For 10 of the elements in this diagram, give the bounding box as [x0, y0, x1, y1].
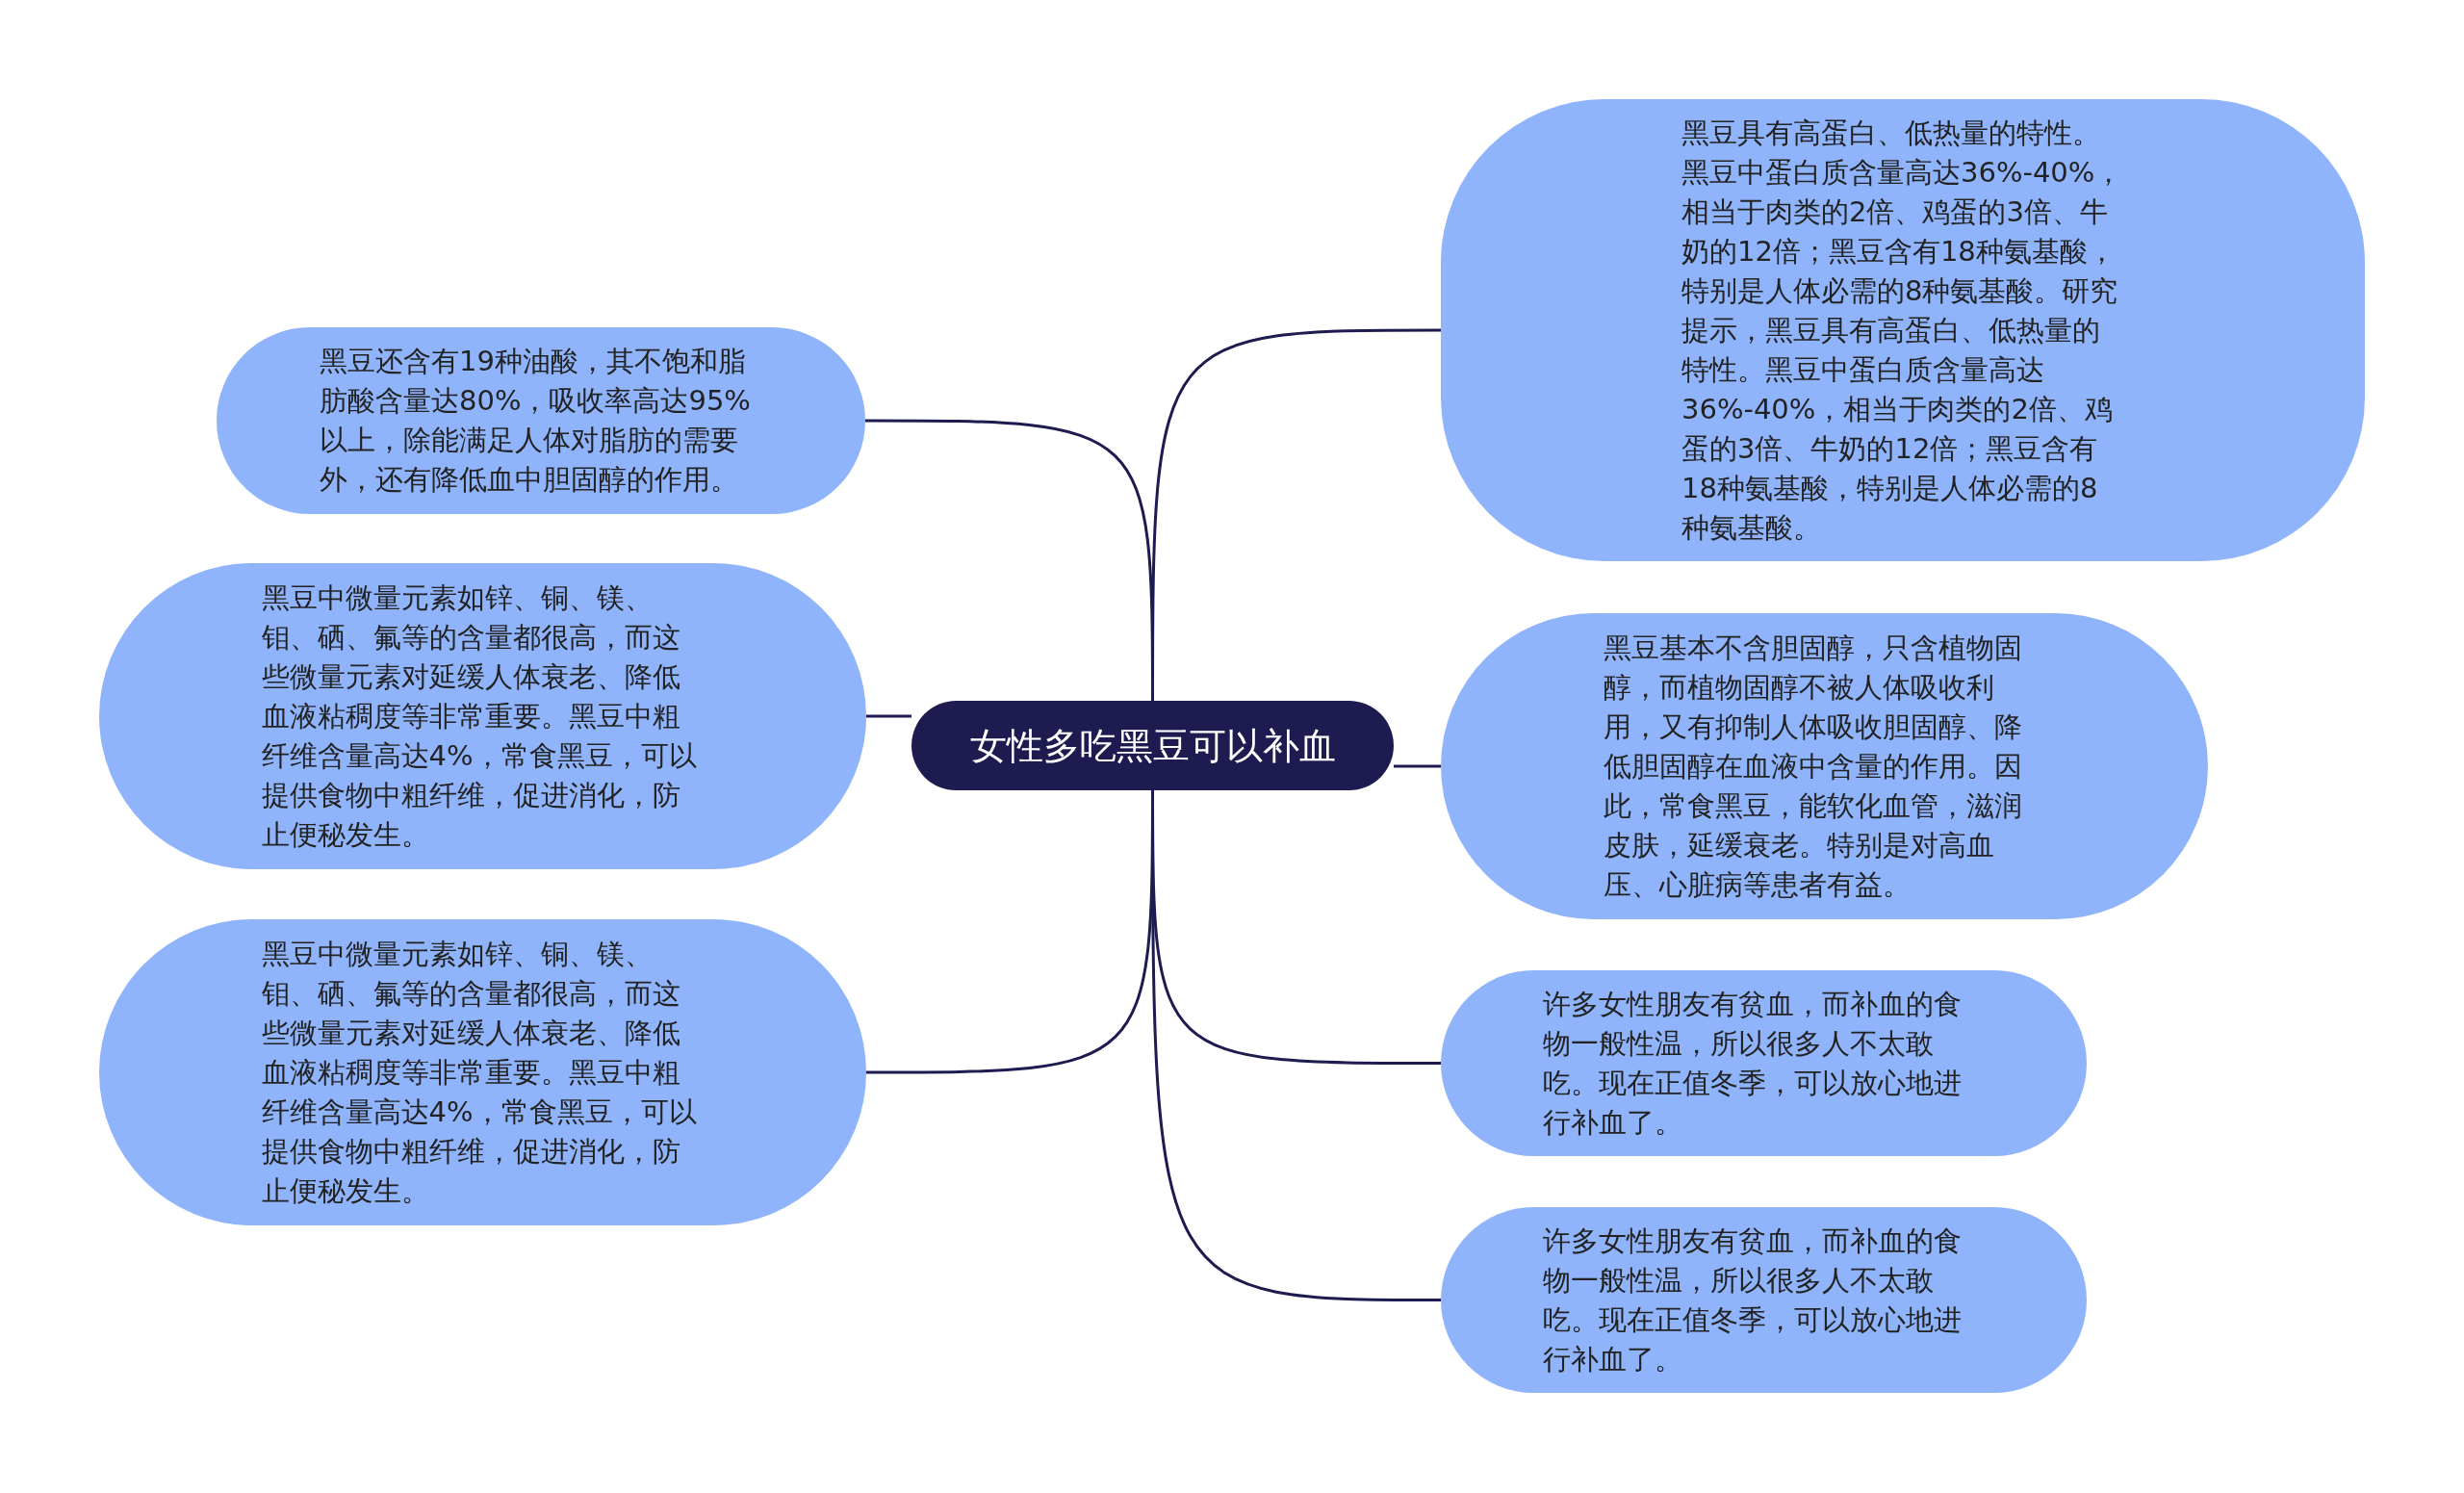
- topic-text: 黑豆中微量元素如锌、铜、镁、钼、硒、氟等的含量都很高，而这些微量元素对延缓人体衰老、降低血液粘稠度等非常重要。黑豆中粗纤维含量高达4%，常食黑豆，可以提供食物中粗纤维，促进消化，防止便秘发生。: [261, 579, 698, 853]
- topic-text: 黑豆中微量元素如锌、铜、镁、钼、硒、氟等的含量都很高，而这些微量元素对延缓人体衰老、降低血液粘稠度等非常重要。黑豆中粗纤维含量高达4%，常食黑豆，可以提供食物中粗纤维，促进消化，防止便秘发生。: [261, 936, 698, 1209]
- topic-text: 女性多吃黑豆可以补血: [969, 723, 1336, 768]
- topic-text: 黑豆还含有19种油酸，其不饱和脂肪酸含量达80%，吸收率高达95%以上，除能满足人体对脂肪的需要外，还有降低血中胆固醇的作用。: [320, 344, 752, 498]
- topic-text: 许多女性朋友有贫血，而补血的食物一般性温，所以很多人不太敢吃。现在正值冬季，可以放心地进行补血了。: [1542, 986, 1963, 1141]
- topic-text: 黑豆基本不含胆固醇，只含植物固醇，而植物固醇不被人体吸收利用，又有抑制人体吸收胆固醇、降低胆固醇在血液中含量的作用。因此，常食黑豆，能软化血管，滋润皮肤，延缓衰老。特别是对高血压、心脏病等患者有益。: [1603, 630, 2023, 903]
- topic-text: 许多女性朋友有贫血，而补血的食物一般性温，所以很多人不太敢吃。现在正值冬季，可以放心地进行补血了。: [1542, 1223, 1963, 1377]
- connector-line: [1394, 764, 1441, 768]
- connector-line: [866, 714, 911, 718]
- topic-text: 黑豆具有高蛋白、低热量的特性。黑豆中蛋白质含量高达36%-40%，相当于肉类的2倍、鸡蛋的3倍、牛奶的12倍；黑豆含有18种氨基酸，特别是人体必需的8种氨基酸。研究提示，黑豆具有高蛋白、低热量的特性。黑豆中蛋白质含量高达36%-40%，相当于肉类的2倍、鸡蛋的3倍、牛奶的12倍；黑豆含有18种氨基酸，特别是人体必需的8种氨基酸。: [1681, 115, 2124, 546]
